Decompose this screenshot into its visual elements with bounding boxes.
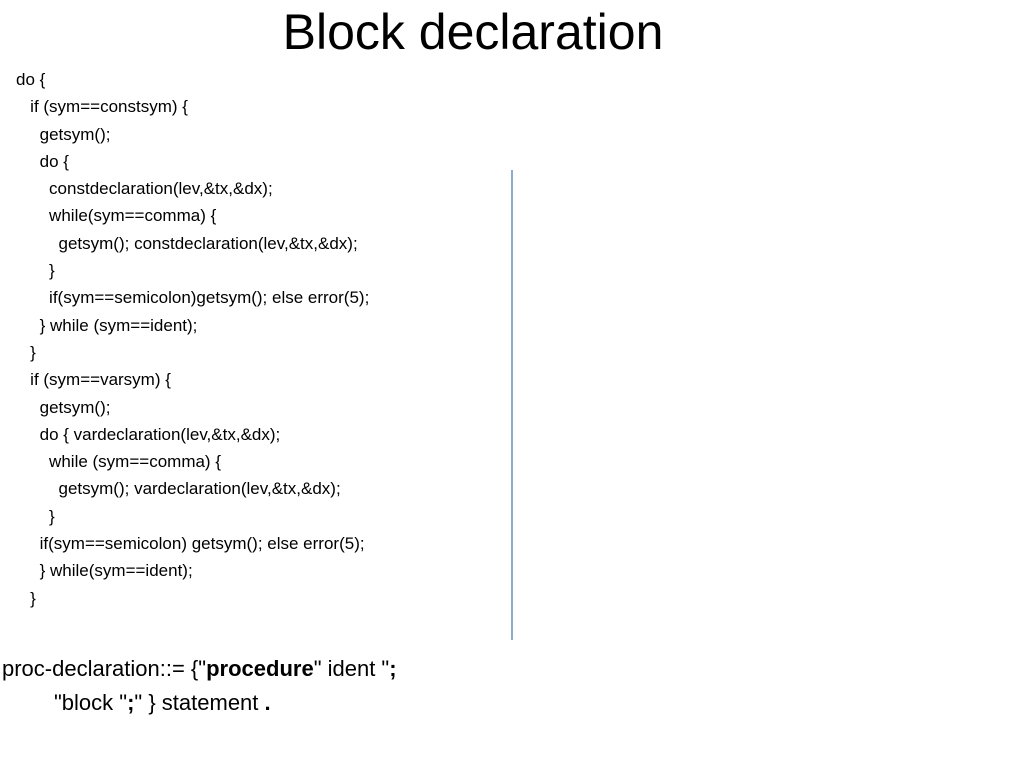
code-line: getsym(); vardeclaration(lev,&tx,&dx); <box>16 479 341 499</box>
code-line: if(sym==semicolon)getsym(); else error(5… <box>16 288 370 308</box>
code-line: getsym(); <box>16 397 111 417</box>
grammar-semicolon: ; <box>389 656 397 681</box>
grammar-text: "block " <box>54 690 128 715</box>
grammar-text: proc-declaration::= {" <box>2 656 207 681</box>
code-line: while (sym==comma) { <box>16 452 221 472</box>
slide-title: Block declaration <box>282 4 664 60</box>
code-line: while(sym==comma) { <box>16 206 217 226</box>
code-line: do { vardeclaration(lev,&tx,&dx); <box>16 424 281 444</box>
vertical-divider <box>511 170 513 640</box>
code-line: } while (sym==ident); <box>16 315 198 335</box>
grammar-keyword: procedure <box>206 656 314 681</box>
code-line: } while(sym==ident); <box>16 561 193 581</box>
code-line: getsym(); constdeclaration(lev,&tx,&dx); <box>16 233 358 253</box>
grammar-line-2: "block ";" } statement . <box>2 686 702 720</box>
code-line: do { <box>16 151 69 171</box>
code-line: } <box>16 261 55 281</box>
grammar-line-1: proc-declaration::= {"procedure" ident "… <box>2 652 702 686</box>
code-line: } <box>16 588 36 608</box>
code-line: if (sym==varsym) { <box>16 370 171 390</box>
code-line: } <box>16 506 55 526</box>
grammar-rule: proc-declaration::= {"procedure" ident "… <box>2 652 702 720</box>
code-line: } <box>16 342 36 362</box>
code-block: do { if (sym==constsym) { getsym(); do {… <box>16 66 496 612</box>
code-line: getsym(); <box>16 124 111 144</box>
code-line: if(sym==semicolon) getsym(); else error(… <box>16 534 365 554</box>
grammar-period: . <box>264 690 271 715</box>
grammar-text: " ident " <box>313 656 390 681</box>
code-line: do { <box>16 70 46 89</box>
code-line: constdeclaration(lev,&tx,&dx); <box>16 179 273 199</box>
grammar-text: " } statement <box>134 690 265 715</box>
grammar-semicolon: ; <box>127 690 135 715</box>
code-line: if (sym==constsym) { <box>16 97 188 117</box>
